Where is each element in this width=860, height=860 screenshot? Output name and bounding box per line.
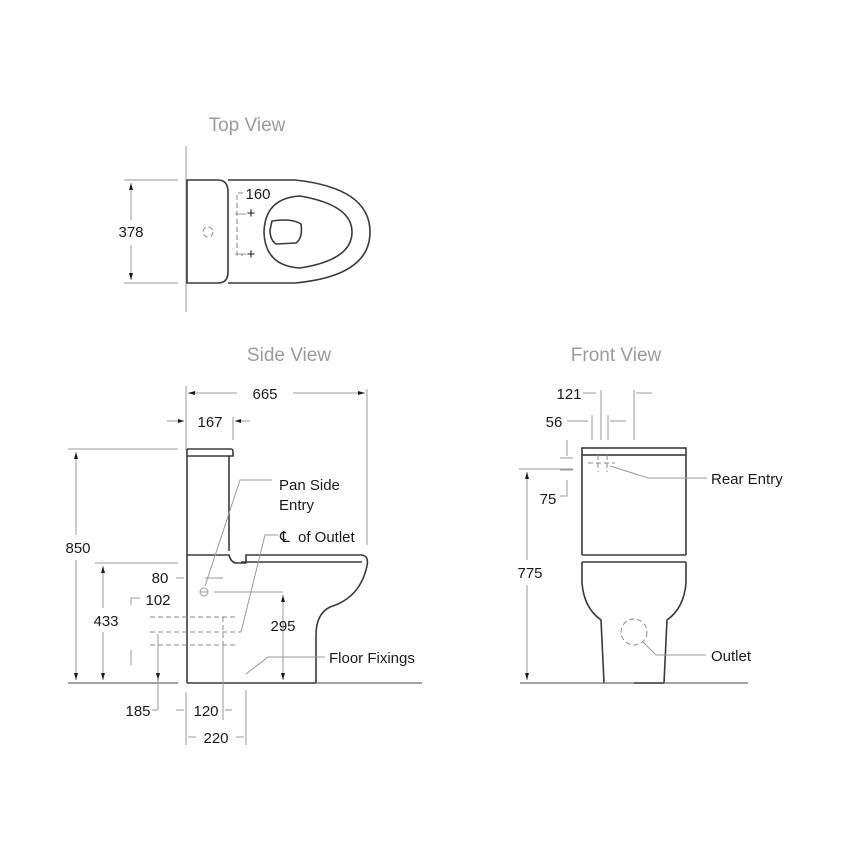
front-dim-entry-height: 775 <box>517 565 542 582</box>
front-pan-left <box>581 562 605 684</box>
cistern-lid <box>187 448 234 457</box>
side-dim-outlet-band: 102 <box>145 592 170 609</box>
front-outlet-circle <box>620 618 648 646</box>
floor-fixings-leader <box>245 656 325 675</box>
side-view-title: Side View <box>247 345 331 366</box>
cistern-outline <box>186 179 229 284</box>
front-dim-entry-drop: 75 <box>540 491 557 508</box>
bowl-rim <box>263 195 353 269</box>
side-dim-fixing-from-wall: 120 <box>193 703 218 720</box>
pan-outline <box>228 179 371 284</box>
side-dim-height: 850 <box>65 540 90 557</box>
cistern-hole <box>202 226 214 238</box>
label-rear-entry: Rear Entry <box>711 471 783 488</box>
front-view-title: Front View <box>571 345 662 366</box>
side-dim-pan-height: 433 <box>93 613 118 630</box>
top-dim-fixings: 160 <box>245 186 270 203</box>
centreline-symbol: ℄ <box>279 529 290 546</box>
top-view-title: Top View <box>209 115 286 136</box>
pan-outline <box>187 554 369 683</box>
side-dim-outlet-centre: 185 <box>125 703 150 720</box>
side-dim-base-depth: 220 <box>203 730 228 747</box>
pan-side-entry-leader <box>204 479 272 587</box>
label-pan-side-entry-2: Entry <box>279 497 315 514</box>
side-dim-outlet-height: 295 <box>270 618 295 635</box>
front-dim-entry-width: 56 <box>546 414 563 431</box>
fixing-mark: + <box>247 246 256 263</box>
side-dim-length: 665 <box>252 386 277 403</box>
front-dim-entry-offset: 121 <box>556 386 581 403</box>
top-dim-width: 378 <box>118 224 143 241</box>
fixing-mark: + <box>247 205 256 222</box>
side-dim-entry-offset: 80 <box>152 570 169 587</box>
label-pan-side-entry: Pan Side <box>279 477 340 494</box>
outlet-leader <box>642 641 706 656</box>
front-pan-right <box>663 562 687 684</box>
front-cistern-lid <box>581 447 687 456</box>
side-dim-cistern: 167 <box>197 414 222 431</box>
centreline-leader <box>240 534 278 633</box>
label-centreline: of Outlet <box>298 529 356 546</box>
side-view: Side View 665 167 Pan Side Entry <box>65 345 422 747</box>
label-floor-fixings: Floor Fixings <box>329 650 415 667</box>
front-view: Front View 121 56 Rear Entry 75 <box>517 345 783 684</box>
rear-entry-leader <box>609 465 707 479</box>
label-outlet: Outlet <box>711 648 752 665</box>
bowl-outlet <box>269 219 303 245</box>
top-view: Top View 378 + + 160 <box>118 115 371 312</box>
